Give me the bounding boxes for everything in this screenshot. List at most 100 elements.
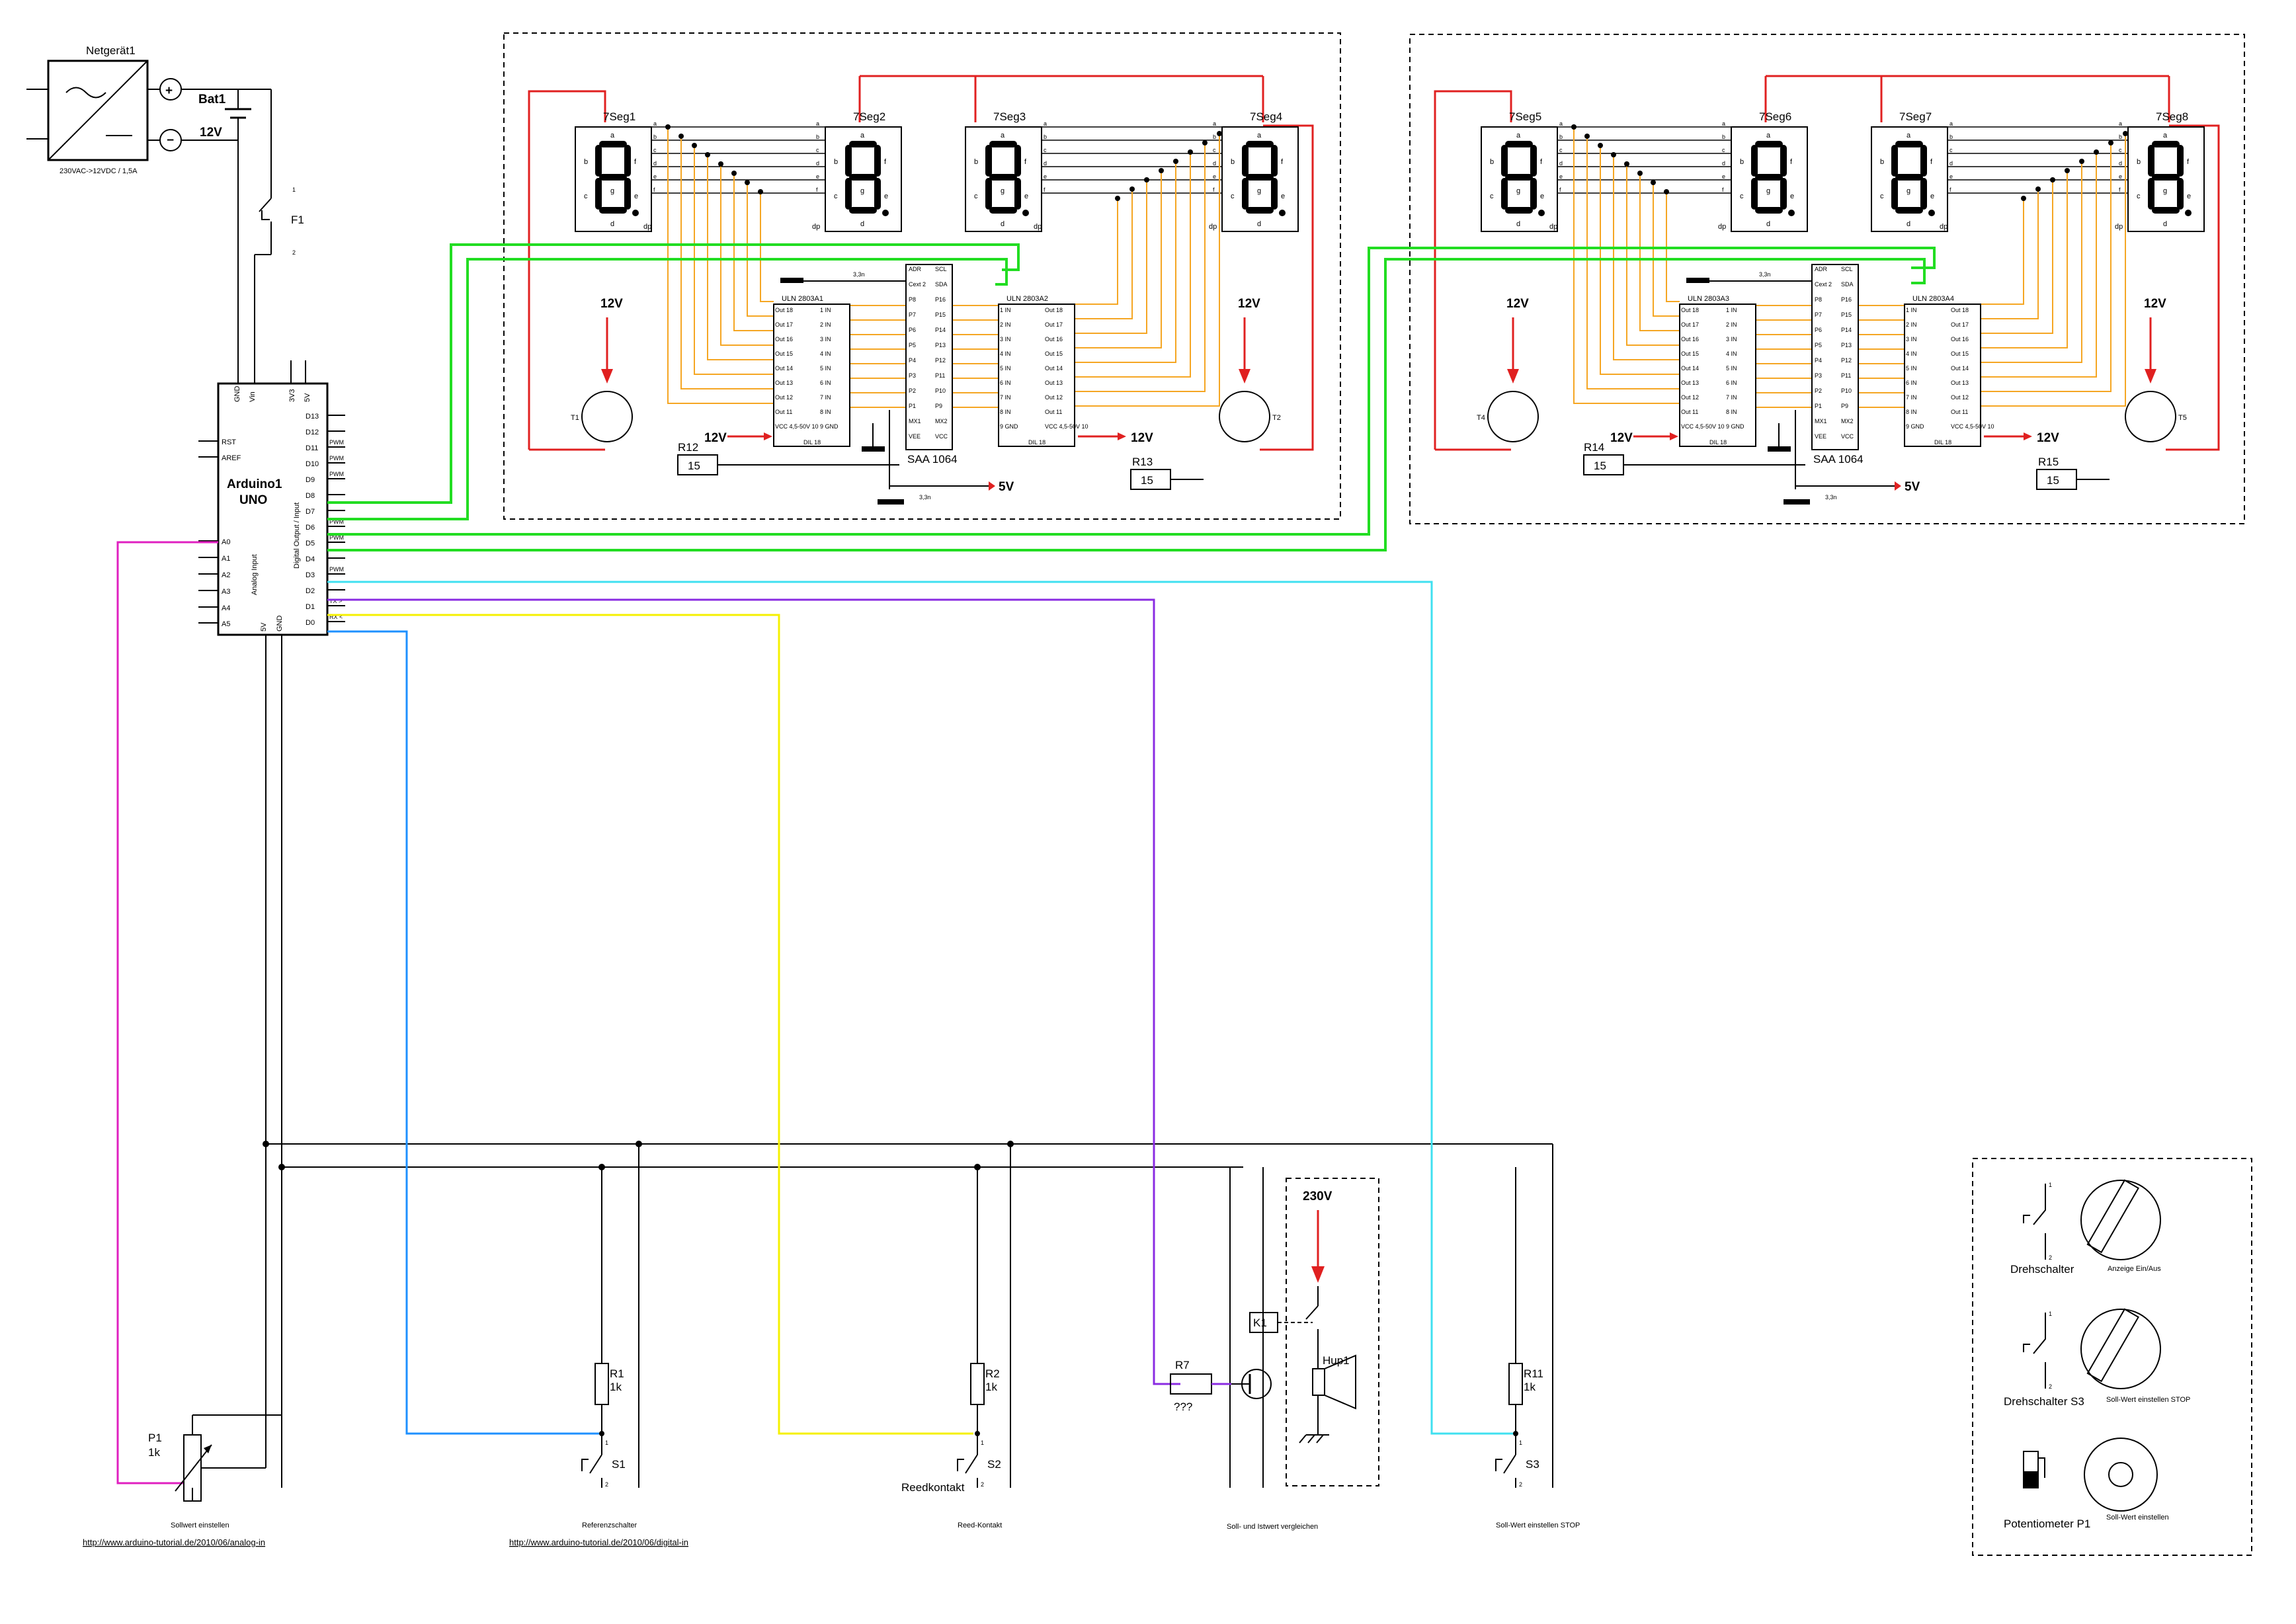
orange-driver-wire bbox=[1981, 134, 2126, 407]
bus-letter: a bbox=[1559, 120, 1563, 127]
gnd-bar bbox=[1784, 499, 1810, 505]
wire-a0 bbox=[116, 541, 218, 1484]
resistor-label: R2 bbox=[985, 1367, 1000, 1380]
saa-pin: P10 bbox=[1841, 387, 1852, 394]
uln-driver bbox=[1904, 304, 1981, 447]
uln-pin: VCC 4,5-50V 10 bbox=[1681, 423, 1725, 430]
wire-d3 bbox=[327, 581, 1516, 1435]
uln-pin: 3 IN bbox=[820, 336, 831, 343]
orange-driver-wire bbox=[667, 127, 774, 404]
uln-pin: Out 16 bbox=[775, 336, 793, 343]
legend1-pin2: 2 bbox=[2049, 1254, 2052, 1261]
segment-letter: d bbox=[610, 220, 614, 228]
resistor-label: R15 bbox=[2038, 456, 2059, 468]
uln-pin: 4 IN bbox=[1000, 350, 1011, 357]
legend-potentiometer-caption: Soll-Wert einstellen bbox=[2106, 1514, 2169, 1522]
uln-pin: Out 14 bbox=[1681, 365, 1699, 372]
seven-seg-label: 7Seg7 bbox=[1899, 110, 1932, 123]
uln-pin: 5 IN bbox=[1726, 365, 1737, 372]
arduino-body bbox=[217, 382, 329, 636]
resistor-value: 1k bbox=[610, 1381, 622, 1393]
bus-letter: e bbox=[1044, 173, 1047, 180]
v12-label-transistor: 12V bbox=[1506, 297, 1529, 311]
saa-pin: P3 bbox=[1815, 372, 1822, 379]
arduino-pin-label: A4 bbox=[222, 604, 230, 612]
segment-letter: d bbox=[1257, 220, 1261, 228]
switch-label: S2 bbox=[987, 1458, 1001, 1471]
uln-pin: Out 18 bbox=[1045, 307, 1063, 313]
orange-driver-wire bbox=[1981, 198, 2024, 305]
uln-pin: Out 14 bbox=[1045, 365, 1063, 372]
arduino-pin-label: D1 bbox=[306, 603, 315, 611]
saa-pin: VEE bbox=[1815, 433, 1826, 440]
segment-letter: e bbox=[884, 192, 888, 200]
segment-letter: e bbox=[634, 192, 638, 200]
pin-label: 2 bbox=[605, 1481, 608, 1488]
segment-letter: g bbox=[1001, 187, 1004, 195]
red-arrow bbox=[1670, 432, 1678, 440]
segment-letter: a bbox=[1906, 132, 1911, 140]
saa-pin: P8 bbox=[1815, 296, 1822, 303]
pin-5v-bottom: 5V bbox=[260, 622, 268, 631]
saa-pin: SDA bbox=[1841, 281, 1854, 288]
bus-letter: d bbox=[1044, 160, 1047, 167]
bus-letter: a bbox=[2119, 120, 2122, 127]
red-arrow bbox=[601, 369, 613, 384]
segment-letter: d bbox=[1001, 220, 1004, 228]
legend2-pin1: 1 bbox=[2049, 1311, 2052, 1317]
orange-driver-wire bbox=[1075, 198, 1118, 305]
uln-pin: Out 16 bbox=[1681, 336, 1699, 343]
bus-letter: d bbox=[1722, 160, 1725, 167]
segment-dp bbox=[1788, 210, 1795, 216]
red-arrow bbox=[764, 432, 772, 440]
uln-pin: 6 IN bbox=[820, 380, 831, 386]
switch-link[interactable]: http://www.arduino-tutorial.de/2010/06/d… bbox=[509, 1537, 688, 1547]
display-board-2: 7Seg5abcdefg7Seg6abcdefg7Seg7abcdefg7Seg… bbox=[1409, 34, 2245, 524]
bus-letter: b bbox=[653, 134, 657, 140]
uln-pin: Out 17 bbox=[1951, 321, 1969, 328]
orange-driver-wire bbox=[1981, 180, 2053, 334]
rotary-knob-2 bbox=[2080, 1309, 2161, 1389]
junction bbox=[678, 134, 684, 139]
uln-pin: 5 IN bbox=[1906, 365, 1917, 372]
segment-letter: f bbox=[884, 158, 887, 166]
p1-link[interactable]: http://www.arduino-tutorial.de/2010/06/a… bbox=[83, 1537, 265, 1547]
resistor-symbol bbox=[594, 1363, 609, 1405]
segment-letter: a bbox=[610, 132, 615, 140]
gnd-bar bbox=[780, 278, 803, 283]
v12-label-transistor: 12V bbox=[2144, 297, 2166, 311]
uln-pin: 5 IN bbox=[1000, 365, 1011, 372]
arduino-pin-label: D11 bbox=[306, 444, 318, 452]
junction bbox=[975, 1431, 980, 1436]
uln-pin: 2 IN bbox=[1000, 321, 1011, 328]
segment-letter: d bbox=[2163, 220, 2167, 228]
v12-label-uln: 12V bbox=[2037, 431, 2059, 445]
arduino-pin-label: A5 bbox=[222, 620, 230, 628]
junction bbox=[1637, 171, 1643, 176]
orange-driver-wire bbox=[1626, 164, 1680, 346]
segment-letter: f bbox=[2187, 158, 2190, 166]
red-arrow bbox=[2024, 432, 2032, 440]
uln-pin: Out 16 bbox=[1951, 336, 1969, 343]
arduino-pin-label: D7 bbox=[306, 508, 315, 516]
wire-d6-sda2 bbox=[327, 247, 1936, 536]
saa-pin: P12 bbox=[1841, 357, 1852, 364]
junction bbox=[2108, 140, 2113, 145]
junction bbox=[665, 124, 671, 130]
saa-pin: SCL bbox=[1841, 266, 1853, 272]
pwm-label: PWM bbox=[329, 534, 344, 541]
uln-pin: 8 IN bbox=[1726, 409, 1737, 415]
saa-pin: Cext 2 bbox=[909, 281, 926, 288]
segment-dp bbox=[632, 210, 639, 216]
saa-pin: SDA bbox=[935, 281, 948, 288]
dp-label: dp bbox=[1718, 223, 1726, 231]
arduino-pin-label: D9 bbox=[306, 476, 315, 484]
orange-driver-wire bbox=[1075, 143, 1206, 392]
fuse-pin2: 2 bbox=[292, 249, 296, 256]
orange-driver-wire bbox=[1075, 189, 1133, 319]
segment-letter: a bbox=[2163, 132, 2168, 140]
segment-letter: g bbox=[1516, 187, 1520, 195]
junction bbox=[599, 1431, 604, 1436]
